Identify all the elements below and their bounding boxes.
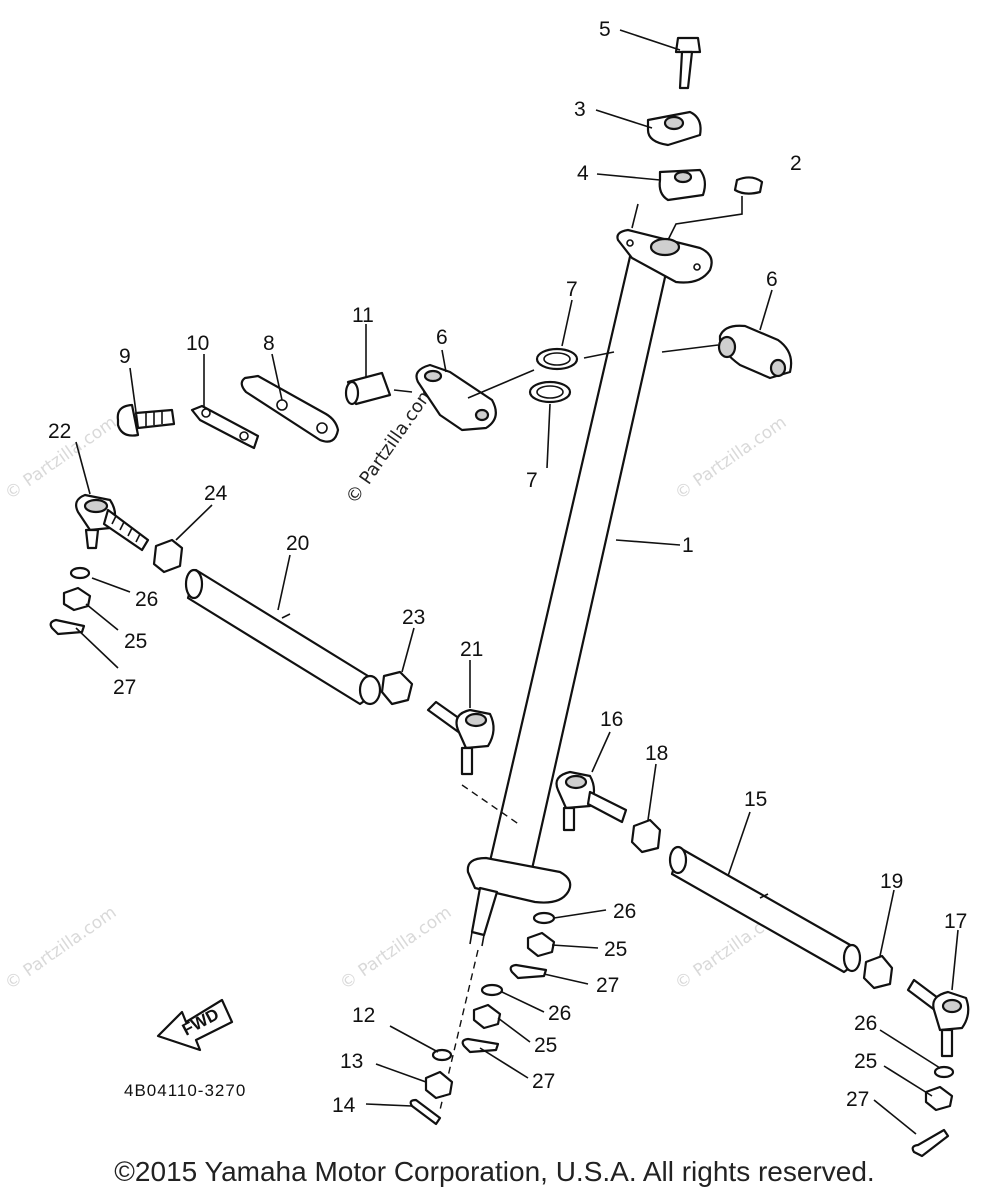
fastener-parts — [49, 566, 955, 1158]
callout-8: 8 — [263, 332, 275, 355]
callout-15: 15 — [744, 788, 767, 811]
tie-rod-parts — [75, 493, 970, 1058]
callout-26: 26 — [548, 1002, 571, 1025]
callout-27: 27 — [532, 1070, 555, 1093]
callout-6: 6 — [766, 268, 778, 291]
callout-3: 3 — [574, 98, 586, 121]
watermark: © Partzilla.com — [1, 902, 120, 994]
callout-27: 27 — [113, 676, 136, 699]
callout-25: 25 — [854, 1050, 877, 1073]
callout-26: 26 — [854, 1012, 877, 1035]
callout-27: 27 — [846, 1088, 869, 1111]
leader-lines — [75, 29, 959, 1135]
callout-25: 25 — [534, 1034, 557, 1057]
callout-10: 10 — [186, 332, 209, 355]
callout-14: 14 — [332, 1094, 356, 1117]
callout-26: 26 — [613, 900, 636, 923]
callout-23: 23 — [402, 606, 425, 629]
callout-2: 2 — [790, 152, 802, 175]
watermark: © Partzilla.com — [336, 902, 455, 994]
callout-13: 13 — [340, 1050, 363, 1073]
callout-12: 12 — [352, 1004, 375, 1027]
callout-7: 7 — [526, 469, 538, 492]
callout-21: 21 — [460, 638, 483, 661]
callout-1: 1 — [682, 534, 694, 557]
callout-20: 20 — [286, 532, 309, 555]
callout-25: 25 — [124, 630, 147, 653]
callout-18: 18 — [645, 742, 668, 765]
watermark: © Partzilla.com — [671, 412, 790, 504]
callout-27: 27 — [596, 974, 619, 997]
copyright-footer: ©2015 Yamaha Motor Corporation, U.S.A. A… — [114, 1156, 875, 1187]
callout-numbers: 5 3 4 2 6 7 6 11 8 10 9 7 22 24 1 20 26 … — [48, 18, 967, 1117]
callout-4: 4 — [577, 162, 589, 185]
callout-17: 17 — [944, 910, 967, 933]
callout-11: 11 — [352, 304, 374, 327]
callout-7: 7 — [566, 278, 578, 301]
callout-26: 26 — [135, 588, 158, 611]
drawing-code: 4B04110-3270 — [124, 1081, 246, 1100]
callout-19: 19 — [880, 870, 903, 893]
callout-9: 9 — [119, 345, 131, 368]
steering-column — [439, 228, 713, 1111]
linkage-parts — [116, 324, 793, 450]
callout-6: 6 — [436, 326, 448, 349]
callout-22: 22 — [48, 420, 71, 443]
callout-24: 24 — [204, 482, 228, 505]
fwd-arrow-icon: FWD — [156, 998, 234, 1052]
callout-5: 5 — [599, 18, 611, 41]
callout-25: 25 — [604, 938, 627, 961]
top-clamp-parts — [646, 36, 764, 202]
callout-16: 16 — [600, 708, 623, 731]
